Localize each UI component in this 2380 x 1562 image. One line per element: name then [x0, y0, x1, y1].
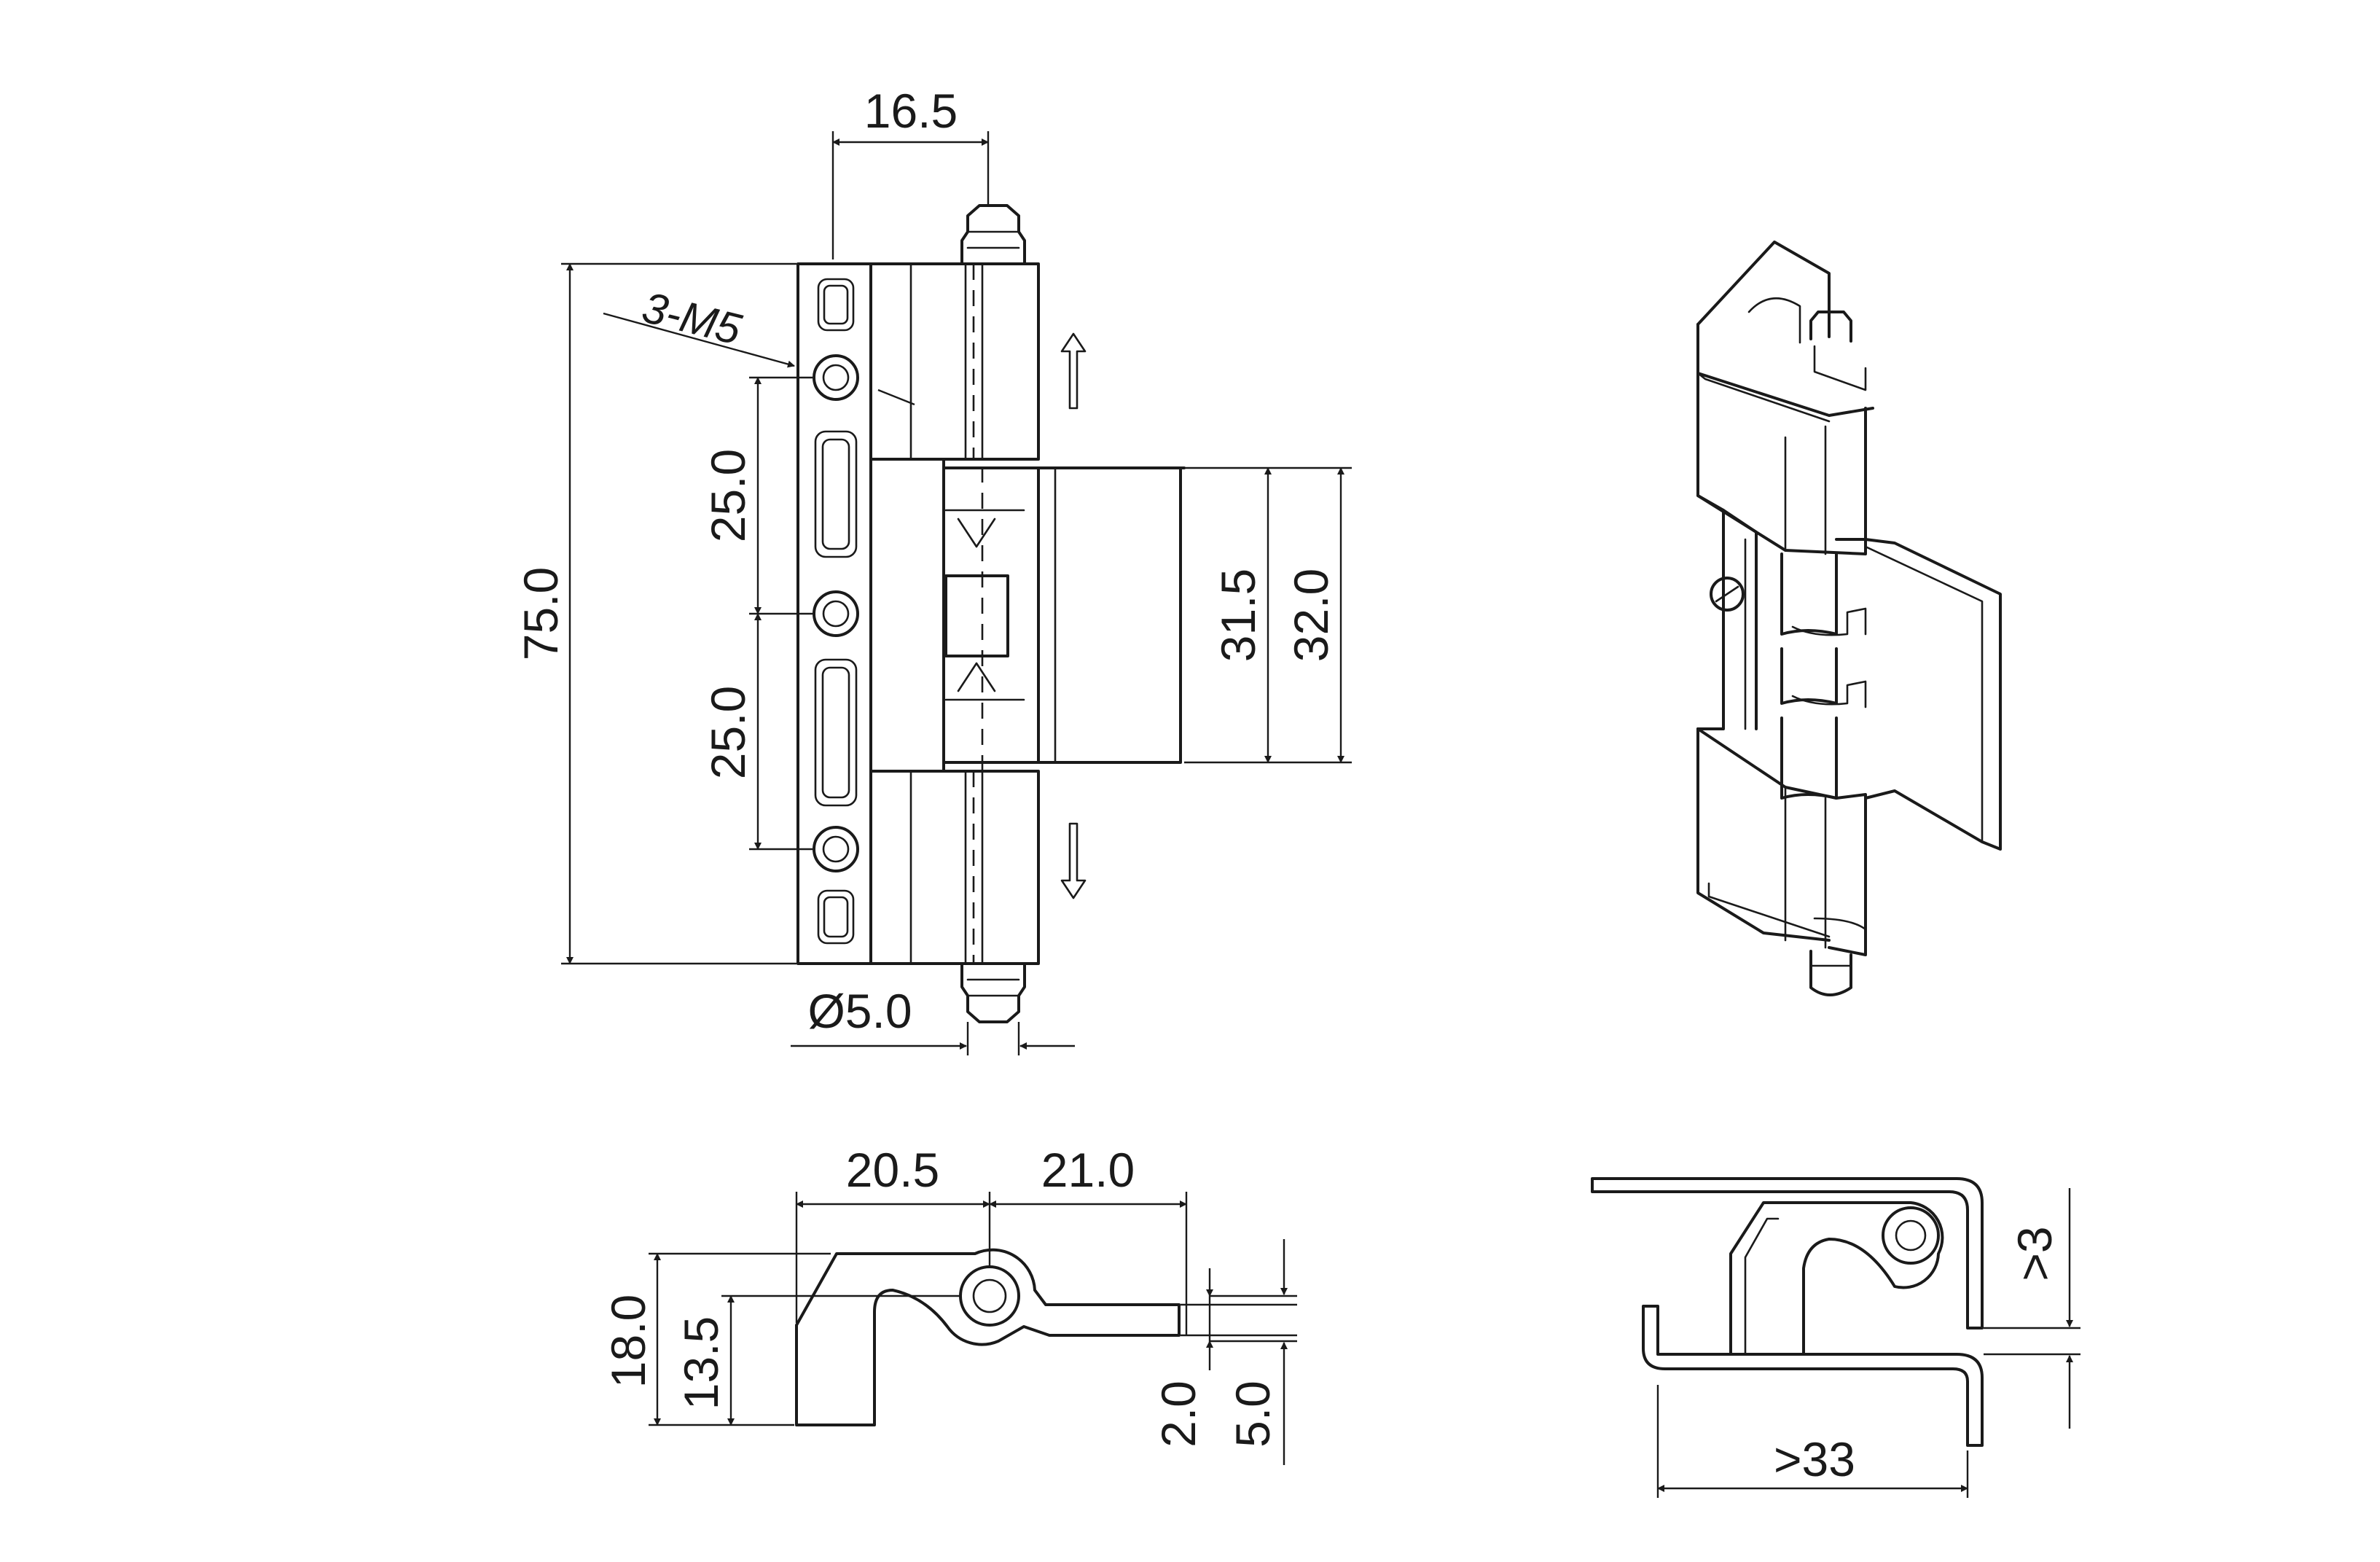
dim-wing-height-inner: 31.5: [1211, 569, 1265, 662]
mounted-view: >3 >33: [1591, 1177, 2080, 1498]
hinge-wing-iso: [1864, 538, 2002, 851]
dim-hole-pitch-lower: 25.0: [701, 686, 755, 779]
screw-hole-top: [813, 354, 859, 401]
dim-leaf-offset: 5.0: [1226, 1381, 1280, 1448]
dim-side-width-right: 21.0: [1041, 1143, 1135, 1197]
arrow-up-icon: [1060, 332, 1087, 410]
dim-wing-height-outer: 32.0: [1284, 569, 1338, 662]
dim-side-height-total: 18.0: [601, 1294, 655, 1388]
isometric-view: [1696, 241, 2002, 996]
dim-min-width: >33: [1774, 1432, 1855, 1486]
arrow-down-icon: [1060, 822, 1087, 899]
dim-pin-diameter: Ø5.0: [807, 984, 912, 1038]
front-view: 16.5 3-M5 75.0 25.0 25.0 31.5 32.0 Ø5.0: [514, 84, 1352, 1055]
dim-leaf-thickness: 2.0: [1151, 1381, 1205, 1448]
hinge-profile: [795, 1248, 1181, 1426]
dim-pin-offset: 16.5: [864, 84, 958, 138]
dim-side-width-left: 20.5: [846, 1143, 939, 1197]
door-panel: [1591, 1177, 1984, 1329]
dim-total-height: 75.0: [514, 567, 568, 660]
side-view: 20.5 21.0 18.0 13.5 2.0 5.0: [601, 1143, 1297, 1465]
dim-gap: >3: [2008, 1226, 2062, 1281]
dim-thread: 3-M5: [638, 283, 746, 354]
dim-side-height-axis: 13.5: [674, 1316, 728, 1410]
hinge-wing: [1037, 466, 1182, 764]
screw-hole-bottom: [813, 826, 859, 872]
dim-hole-pitch-upper: 25.0: [701, 449, 755, 542]
screw-hole-middle: [813, 590, 859, 637]
frame-panel: [1642, 1305, 1984, 1447]
